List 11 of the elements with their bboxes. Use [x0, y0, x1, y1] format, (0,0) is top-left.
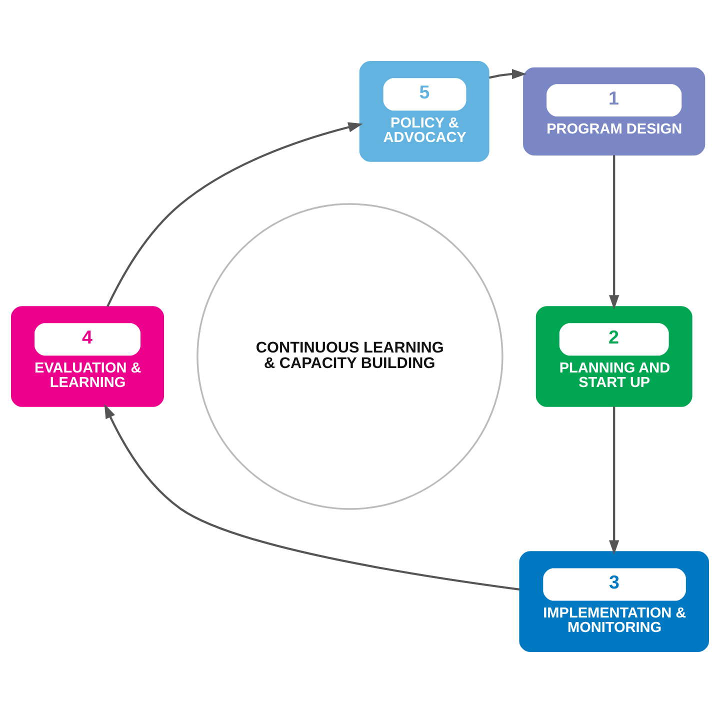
arrow	[609, 406, 620, 555]
node-box: 5 POLICY & ADVOCACY	[359, 61, 490, 162]
node-circle: CONTINUOUS LEARNING & CAPACITY BUILDING	[196, 203, 504, 510]
node-box: 3 IMPLEMENTATION & MONITORING	[519, 551, 709, 652]
arrow	[104, 404, 520, 591]
arrow	[609, 155, 620, 310]
arrow	[488, 69, 527, 80]
arrow	[106, 122, 363, 307]
node-box: 4 EVALUATION & LEARNING	[11, 306, 164, 407]
node-box: 1 PROGRAM DESIGN	[523, 67, 706, 156]
node-box: 2 PLANNING AND START UP	[536, 306, 692, 407]
